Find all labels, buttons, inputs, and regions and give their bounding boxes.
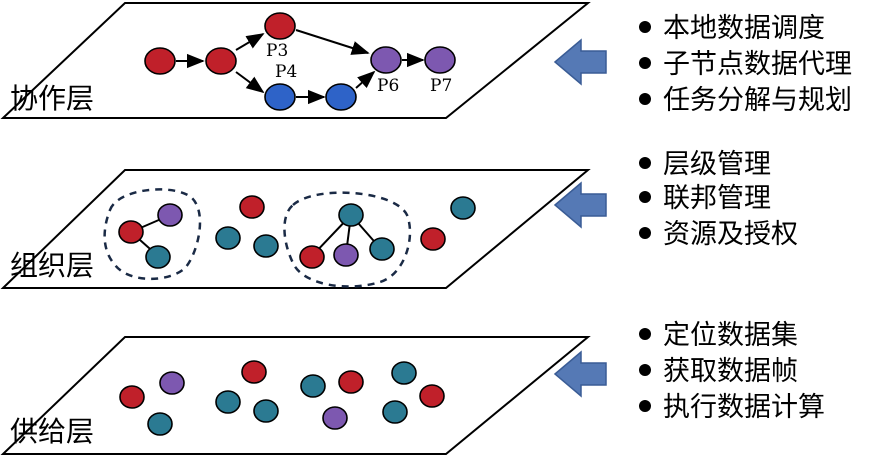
arrow-left-icon: [553, 38, 607, 86]
node: [333, 243, 359, 267]
node-p5: [325, 83, 357, 111]
edge-p2-p4: [235, 71, 265, 94]
node: [299, 245, 325, 269]
list-item: 获取数据帧: [663, 356, 798, 387]
layer-label-supply: 供给层: [10, 415, 94, 448]
arrow-left-icon: [553, 181, 607, 229]
feature-list-collaboration: 本地数据调度 子节点数据代理 任务分解与规划: [639, 13, 852, 116]
bullet-dot-icon: [639, 21, 651, 33]
cluster-left: [103, 188, 202, 281]
node: [215, 226, 241, 250]
edge-p2-p3: [235, 33, 265, 51]
bullet-dot-icon: [639, 57, 651, 69]
node: [369, 237, 395, 261]
layer-organization: 组织层 层级管理 联邦管理 资源及授权: [0, 149, 798, 289]
node-p4: [264, 83, 296, 111]
node: [239, 195, 265, 219]
node: [157, 203, 183, 227]
list-item: 任务分解与规划: [663, 85, 852, 116]
node-label-p3: P3: [266, 41, 288, 61]
node-p6: [370, 46, 402, 74]
edge-p5-p6: [355, 70, 376, 89]
node: [159, 371, 185, 395]
bullet-dot-icon: [639, 364, 651, 376]
list-item: 层级管理: [663, 149, 771, 180]
node-label-p6: P6: [377, 76, 399, 96]
list-item: 子节点数据代理: [663, 49, 852, 80]
node-label-p7: P7: [430, 76, 452, 96]
node: [145, 245, 171, 269]
node: [147, 412, 173, 436]
node: [382, 400, 408, 424]
feature-list-organization: 层级管理 联邦管理 资源及授权: [639, 149, 798, 250]
node-label-p4: P4: [275, 62, 297, 82]
arrow-left-icon: [553, 350, 607, 398]
layer-collaboration: 协作层 P3 P4 P6 P7 本地数据调度 子节点数据代理 任务分解: [0, 2, 852, 119]
layer-label-collaboration: 协作层: [10, 82, 94, 115]
bullet-dot-icon: [639, 227, 651, 239]
feature-list-supply: 定位数据集 获取数据帧 执行数据计算: [639, 320, 825, 423]
node: [253, 234, 279, 258]
list-item: 资源及授权: [663, 219, 798, 250]
node: [420, 227, 446, 251]
node-p7: [424, 46, 456, 74]
node: [391, 361, 417, 385]
node: [119, 385, 145, 409]
cluster-right: [283, 191, 412, 288]
list-item: 执行数据计算: [663, 392, 825, 423]
bullet-dot-icon: [639, 93, 651, 105]
node-p2: [205, 47, 237, 75]
node-p3: [264, 12, 296, 40]
node: [253, 399, 279, 423]
node: [338, 370, 364, 394]
node: [322, 406, 348, 430]
edge-p3-p6: [295, 29, 370, 55]
node: [419, 384, 445, 408]
list-item: 定位数据集: [663, 320, 798, 351]
node-p1: [144, 47, 176, 75]
bullet-dot-icon: [639, 328, 651, 340]
list-item: 本地数据调度: [663, 13, 825, 44]
bullet-dot-icon: [639, 400, 651, 412]
list-item: 联邦管理: [663, 183, 771, 214]
bullet-dot-icon: [639, 157, 651, 169]
layer-supply: 供给层 定位数据集 获取数据帧 执行数据计算: [0, 320, 825, 455]
node: [450, 196, 476, 220]
node: [241, 360, 267, 384]
plane-collaboration: [0, 2, 591, 119]
layer-label-organization: 组织层: [10, 249, 94, 282]
node: [118, 220, 144, 244]
node: [215, 390, 241, 414]
node: [338, 203, 364, 227]
bullet-dot-icon: [639, 191, 651, 203]
node: [300, 374, 326, 398]
